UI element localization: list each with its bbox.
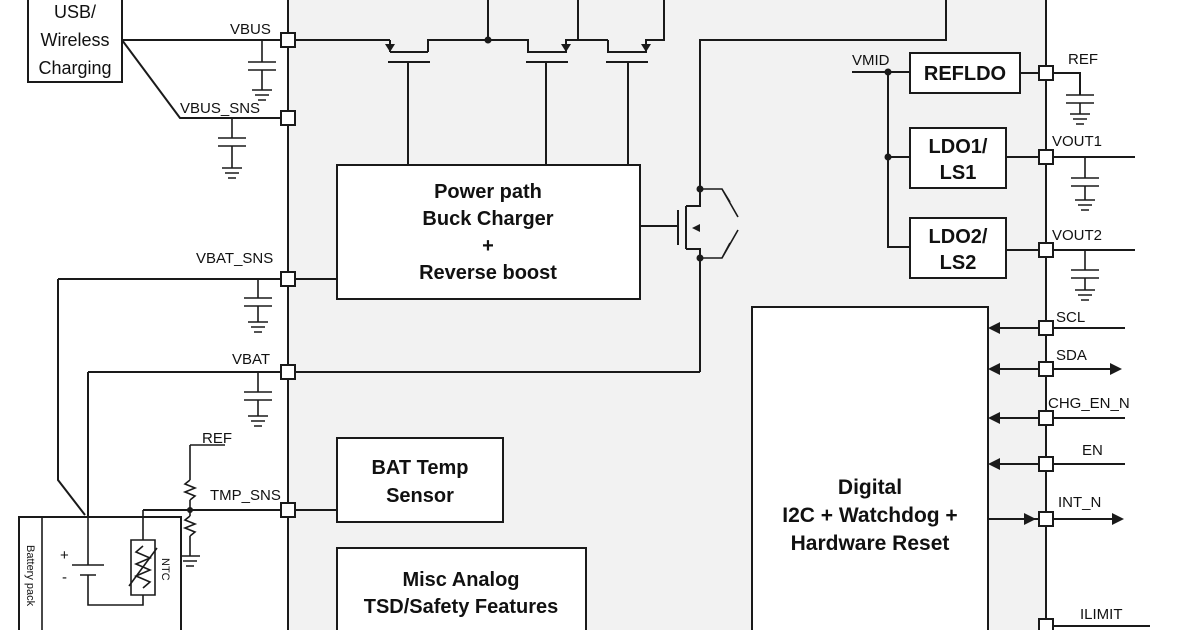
ilimit-label: ILIMIT bbox=[1080, 606, 1123, 623]
chg-en-n-label: CHG_EN_N bbox=[1048, 395, 1130, 412]
pin-vbus-sns bbox=[280, 110, 296, 126]
vmid-junction-1 bbox=[884, 68, 892, 76]
mosfet-1 bbox=[385, 0, 489, 165]
source-line-2: Wireless bbox=[40, 30, 109, 50]
en-signal bbox=[988, 458, 1125, 470]
scl-signal bbox=[988, 322, 1125, 334]
charger-line-4: Reverse boost bbox=[419, 262, 557, 284]
mosfet-2 bbox=[488, 0, 608, 165]
pin-sda bbox=[1038, 361, 1054, 377]
pin-tmp-sns bbox=[280, 502, 296, 518]
usb-wireless-source-box bbox=[27, 0, 123, 83]
pin-en bbox=[1038, 456, 1054, 472]
ldo2-line-1: LDO2/ bbox=[929, 226, 988, 248]
mosfet-3 bbox=[606, 0, 665, 165]
charger-line-3: + bbox=[482, 235, 494, 257]
vout2-label: VOUT2 bbox=[1052, 227, 1102, 244]
tmp-sns-label: TMP_SNS bbox=[210, 487, 281, 504]
charger-block bbox=[336, 164, 641, 300]
vout1-capacitor bbox=[1071, 157, 1099, 211]
scl-label: SCL bbox=[1056, 309, 1085, 326]
source-line-3: Charging bbox=[38, 58, 111, 78]
pin-chg-en-n bbox=[1038, 410, 1054, 426]
ref-left-label: REF bbox=[202, 430, 232, 447]
misc-line-1: Misc Analog bbox=[402, 569, 519, 591]
junction-top bbox=[484, 36, 492, 44]
source-line-1: USB/ bbox=[54, 2, 96, 22]
sda-label: SDA bbox=[1056, 347, 1087, 364]
chg-en-n-signal bbox=[988, 412, 1125, 424]
pin-vbus bbox=[280, 32, 296, 48]
vbat-sns-capacitor bbox=[244, 279, 272, 333]
charger-line-2: Buck Charger bbox=[422, 208, 553, 230]
vbus-sns-label: VBUS_SNS bbox=[180, 100, 260, 117]
pin-vout1 bbox=[1038, 149, 1054, 165]
ref-right-label: REF bbox=[1068, 51, 1098, 68]
pin-ref bbox=[1038, 65, 1054, 81]
refldo-label: REFLDO bbox=[924, 63, 1006, 85]
ldo2-line-2: LS2 bbox=[940, 252, 977, 274]
temp-sensor-line-2: Sensor bbox=[386, 485, 454, 507]
vout2-capacitor bbox=[1071, 250, 1099, 301]
vbus-label: VBUS bbox=[230, 21, 271, 38]
battery-minus: - bbox=[62, 569, 67, 586]
ldo1-line-1: LDO1/ bbox=[929, 136, 988, 158]
vmid-bus bbox=[852, 71, 910, 248]
pin-scl bbox=[1038, 320, 1054, 336]
en-label: EN bbox=[1082, 442, 1103, 459]
vbus-capacitor bbox=[248, 40, 276, 101]
pin-vbat bbox=[280, 364, 296, 380]
temp-divider bbox=[180, 444, 225, 567]
digital-line-2: I2C + Watchdog + bbox=[782, 504, 957, 527]
ldo1-line-2: LS1 bbox=[940, 162, 977, 184]
battery-pack-box bbox=[18, 516, 182, 630]
vbat-sns-label: VBAT_SNS bbox=[196, 250, 273, 267]
battery-cell bbox=[72, 515, 144, 606]
temp-sensor-block bbox=[336, 437, 504, 523]
vbus-sns-capacitor bbox=[218, 118, 246, 179]
ntc-label: NTC bbox=[159, 558, 171, 581]
charger-line-1: Power path bbox=[434, 181, 542, 203]
int-n-label: INT_N bbox=[1058, 494, 1101, 511]
digital-block bbox=[751, 306, 989, 630]
ref-capacitor bbox=[1066, 94, 1094, 125]
digital-line-3: Hardware Reset bbox=[791, 532, 950, 555]
temp-sensor-line-1: BAT Temp bbox=[371, 457, 468, 479]
pin-vbat-sns bbox=[280, 271, 296, 287]
misc-block bbox=[336, 547, 587, 630]
pin-int-n bbox=[1038, 511, 1054, 527]
ldo2-block bbox=[909, 217, 1007, 279]
ntc-resistor bbox=[128, 510, 158, 596]
vbat-sns-wire bbox=[57, 278, 288, 516]
pin-vout2 bbox=[1038, 242, 1054, 258]
vout1-label: VOUT1 bbox=[1052, 133, 1102, 150]
digital-line-1: Digital bbox=[838, 476, 902, 499]
pin-ilimit bbox=[1038, 618, 1054, 630]
vmid-junction-2 bbox=[884, 153, 892, 161]
battery-pack-label: Battery pack bbox=[24, 545, 36, 607]
vbat-label: VBAT bbox=[232, 351, 270, 368]
misc-line-2: TSD/Safety Features bbox=[364, 596, 559, 618]
battery-plus: + bbox=[60, 547, 69, 564]
ldo1-block bbox=[909, 127, 1007, 189]
vbus-sns-wire bbox=[121, 39, 288, 119]
vbat-capacitor bbox=[244, 372, 272, 427]
vmid-label: VMID bbox=[852, 52, 890, 69]
